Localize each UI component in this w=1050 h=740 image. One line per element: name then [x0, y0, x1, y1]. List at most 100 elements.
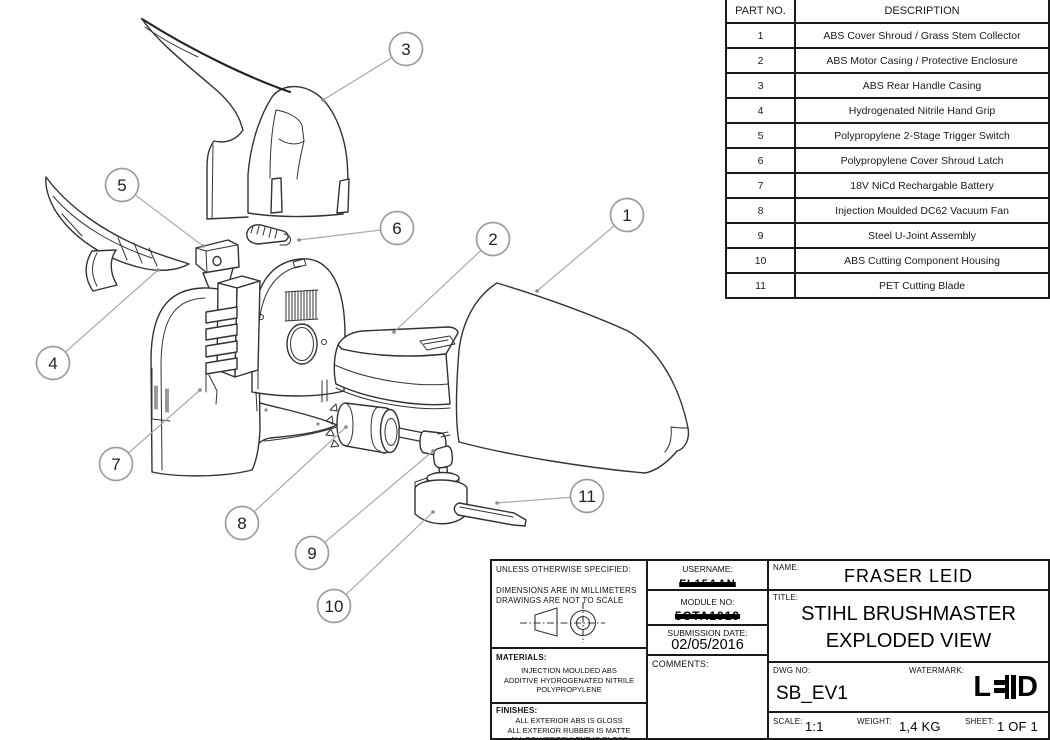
callout-6: 6 — [379, 210, 415, 246]
dimensions-note-line2: DRAWINGS ARE NOT TO SCALE — [496, 596, 624, 605]
username-label: USERNAME: — [682, 564, 733, 574]
third-angle-projection-icon — [520, 602, 605, 643]
scale-value: 1:1 — [805, 719, 824, 734]
callout-7-number: 7 — [111, 455, 120, 474]
materials-line: POLYPROPYLENE — [536, 685, 602, 694]
part-cutting-blade — [453, 502, 527, 527]
callout-10-number: 10 — [325, 597, 344, 616]
watermark-label: WATERMARK: — [909, 666, 965, 675]
scale-weight-sheet-cell: SCALE: 1:1 WEIGHT: 1,4 KG SHEET: 1 OF 1 — [769, 713, 1048, 738]
callout-balloons: 1 2 3 4 5 6 7 8 9 10 11 — [35, 31, 645, 624]
part-no-cell: 2 — [724, 47, 797, 74]
part-description-cell: 18V NiCd Rechargable Battery — [794, 172, 1050, 199]
part-rear-handle-casing — [140, 17, 350, 220]
part-motor-casing — [251, 258, 346, 412]
part-cover-shroud-latch — [246, 224, 292, 246]
finishes-cell: FINISHES: ALL EXTERIOR ABS IS GLOSS ALL … — [492, 704, 648, 738]
callout-9: 9 — [294, 535, 330, 571]
callout-2: 2 — [475, 221, 511, 257]
callout-5: 5 — [104, 167, 140, 203]
username-value-redacted: FL15AAN — [679, 578, 736, 590]
weight-value: 1,4 KG — [899, 719, 941, 734]
submission-date-cell: SUBMISSION DATE: 02/05/2016 — [648, 626, 769, 656]
watermark-logo-letter-d: D — [1017, 671, 1038, 703]
part-u-joint — [419, 430, 454, 483]
dwg-no-cell: DWG NO: SB_EV1 WATERMARK: L D — [769, 663, 1048, 713]
name-cell: NAME: FRASER LEID — [769, 561, 1048, 591]
callout-10: 10 — [316, 588, 352, 624]
part-no-cell: 6 — [724, 147, 797, 174]
module-no-cell: MODULE NO: 5CTA1019 — [648, 591, 769, 626]
sheet-value: 1 OF 1 — [997, 719, 1038, 734]
part-cutting-housing — [414, 471, 468, 525]
part-no-cell: 10 — [724, 247, 797, 274]
module-no-label: MODULE NO: — [680, 597, 735, 607]
name-label: NAME: — [773, 563, 800, 572]
drawing-title-line1: STIHL BRUSHMASTER — [801, 603, 1016, 625]
parts-table-header-row: PART NO. DESCRIPTION — [724, 0, 1050, 24]
dimensions-note-cell: DIMENSIONS ARE IN MILLIMETERS DRAWINGS A… — [492, 582, 648, 649]
finishes-line: ALL EXTERIOR RUBBER IS MATTE — [507, 725, 631, 735]
part-description-cell: ABS Motor Casing / Protective Enclosure — [794, 47, 1050, 74]
submission-date-value: 02/05/2016 — [671, 637, 744, 653]
part-description-cell: Injection Moulded DC62 Vacuum Fan — [794, 197, 1050, 224]
callout-leaders — [52, 48, 628, 607]
part-no-cell: 8 — [724, 197, 797, 224]
part-no-cell: 1 — [724, 22, 797, 49]
dwg-no-label: DWG NO: — [773, 666, 811, 675]
part-description-cell: PET Cutting Blade — [794, 272, 1050, 299]
finishes-line: ALL EXTERIOR ABS IS GLOSS — [515, 716, 623, 725]
watermark-logo-glyph — [994, 675, 1010, 699]
part-description-cell: Steel U-Joint Assembly — [794, 222, 1050, 249]
part-battery — [205, 306, 238, 405]
callout-3: 3 — [388, 31, 424, 67]
part-description-cell: Polypropylene Cover Shroud Latch — [794, 147, 1050, 174]
callout-3-number: 3 — [401, 40, 410, 59]
callout-6-number: 6 — [392, 219, 401, 238]
drawing-title-line2: EXPLODED VIEW — [825, 630, 992, 652]
part-no-cell: 5 — [724, 122, 797, 149]
callout-8: 8 — [224, 505, 260, 541]
callout-8-number: 8 — [237, 514, 246, 533]
callout-9-number: 9 — [307, 544, 316, 563]
dimensions-note-line1: DIMENSIONS ARE IN MILLIMETERS — [496, 586, 637, 595]
title-cell: TITLE: STIHL BRUSHMASTER EXPLODED VIEW — [769, 591, 1048, 663]
comments-label: COMMENTS: — [652, 659, 709, 669]
callout-4-number: 4 — [48, 354, 57, 373]
part-no-cell: 7 — [724, 172, 797, 199]
title-block: UNLESS OTHERWISE SPECIFIED: DIMENSIONS A… — [490, 559, 1050, 740]
materials-cell: MATERIALS: INJECTION MOULDED ABS ADDITIV… — [492, 649, 648, 704]
username-cell: USERNAME: FL15AAN — [648, 561, 769, 591]
part-cover-shroud — [455, 282, 690, 474]
part-no-cell: 9 — [724, 222, 797, 249]
callout-11: 11 — [569, 478, 605, 514]
part-no-cell: 11 — [724, 272, 797, 299]
part-description-cell: Hydrogenated Nitrile Hand Grip — [794, 97, 1050, 124]
spec-note-cell: UNLESS OTHERWISE SPECIFIED: — [492, 561, 648, 584]
finishes-label: FINISHES: — [496, 706, 538, 715]
title-label: TITLE: — [773, 593, 799, 602]
scale-label: SCALE: — [773, 717, 803, 726]
weight-label: WEIGHT: — [857, 717, 892, 726]
callout-1: 1 — [609, 197, 645, 233]
part-hand-grip — [45, 176, 190, 292]
part-no-cell: 3 — [724, 72, 797, 99]
materials-label: MATERIALS: — [496, 653, 547, 662]
part-enclosure-box — [333, 326, 459, 410]
description-header: DESCRIPTION — [794, 0, 1050, 24]
callout-11-number: 11 — [578, 487, 596, 506]
watermark-logo-letter-l: L — [973, 671, 992, 703]
materials-line: INJECTION MOULDED ABS — [521, 666, 617, 675]
part-vacuum-fan — [325, 402, 433, 454]
